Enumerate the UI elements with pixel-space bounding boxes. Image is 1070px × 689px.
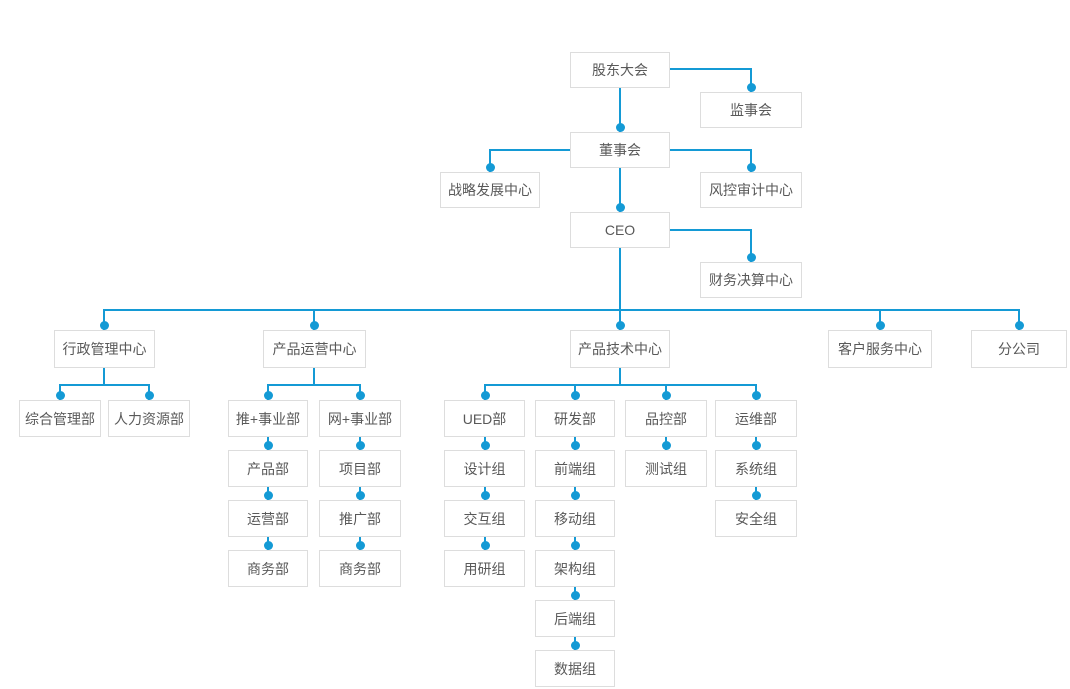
connector-line [1018,309,1020,330]
connector-dot [747,253,756,262]
connector-dot [56,391,65,400]
node-test-group: 测试组 [625,450,707,487]
connector-dot [310,321,319,330]
node-operation-dept: 运营部 [228,500,308,537]
node-business-dept-tui: 商务部 [228,550,308,587]
node-data-group: 数据组 [535,650,615,687]
connector-line [750,68,752,92]
connector-dot [571,441,580,450]
connector-dot [571,391,580,400]
connector-line [489,149,491,172]
node-ceo: CEO [570,212,670,248]
connector-dot [571,541,580,550]
connector-dot [481,541,490,550]
connector-dot [662,391,671,400]
connector-dot [616,321,625,330]
node-product-dept: 产品部 [228,450,308,487]
node-tui-division: 推+事业部 [228,400,308,437]
node-finance-center: 财务决算中心 [700,262,802,298]
connector-line [670,149,752,151]
node-interaction-group: 交互组 [444,500,525,537]
node-ued-dept: UED部 [444,400,525,437]
connector-dot [752,391,761,400]
node-research-group: 用研组 [444,550,525,587]
connector-line [750,229,752,262]
node-hr-dept: 人力资源部 [108,400,190,437]
connector-dot [264,391,273,400]
connector-dot [747,163,756,172]
connector-dot [571,591,580,600]
node-supervisory-board: 监事会 [700,92,802,128]
connector-dot [616,123,625,132]
connector-dot [616,203,625,212]
connector-dot [481,391,490,400]
connector-dot [356,541,365,550]
connector-line [750,149,752,172]
connector-dot [481,441,490,450]
node-ops-center: 产品运营中心 [263,330,366,368]
connector-line [670,229,752,231]
connector-line [103,309,1020,311]
connector-dot [264,441,273,450]
node-general-admin-dept: 综合管理部 [19,400,101,437]
connector-dot [747,83,756,92]
connector-line [313,309,315,330]
node-branch-company: 分公司 [971,330,1067,368]
node-rd-dept: 研发部 [535,400,615,437]
connector-line [103,309,105,330]
node-arch-group: 架构组 [535,550,615,587]
connector-dot [356,441,365,450]
connector-dot [662,441,671,450]
connector-dot [264,491,273,500]
node-strategy-center: 战略发展中心 [440,172,540,208]
connector-dot [752,491,761,500]
connector-line [619,248,621,330]
connector-dot [145,391,154,400]
connector-dot [571,491,580,500]
connector-line [879,309,881,330]
node-wang-division: 网+事业部 [319,400,401,437]
node-design-group: 设计组 [444,450,525,487]
connector-dot [264,541,273,550]
connector-dot [571,641,580,650]
connector-line [313,368,315,386]
node-project-dept: 项目部 [319,450,401,487]
node-security-group: 安全组 [715,500,797,537]
node-admin-center: 行政管理中心 [54,330,155,368]
connector-line [670,68,752,70]
node-mobile-group: 移动组 [535,500,615,537]
connector-dot [1015,321,1024,330]
connector-dot [876,321,885,330]
node-qc-dept: 品控部 [625,400,707,437]
connector-line [619,368,621,386]
connector-line [489,149,570,151]
node-backend-group: 后端组 [535,600,615,637]
node-shareholders-meeting: 股东大会 [570,52,670,88]
connector-dot [356,391,365,400]
connector-dot [486,163,495,172]
node-frontend-group: 前端组 [535,450,615,487]
connector-dot [100,321,109,330]
node-system-group: 系统组 [715,450,797,487]
node-business-dept-wang: 商务部 [319,550,401,587]
node-tech-center: 产品技术中心 [570,330,670,368]
connector-line [619,168,621,212]
connector-dot [356,491,365,500]
connector-dot [481,491,490,500]
node-om-dept: 运维部 [715,400,797,437]
node-risk-audit-center: 风控审计中心 [700,172,802,208]
node-promotion-dept: 推广部 [319,500,401,537]
node-board-of-directors: 董事会 [570,132,670,168]
connector-line [619,88,621,132]
connector-dot [752,441,761,450]
connector-line [103,368,105,386]
node-customer-center: 客户服务中心 [828,330,932,368]
